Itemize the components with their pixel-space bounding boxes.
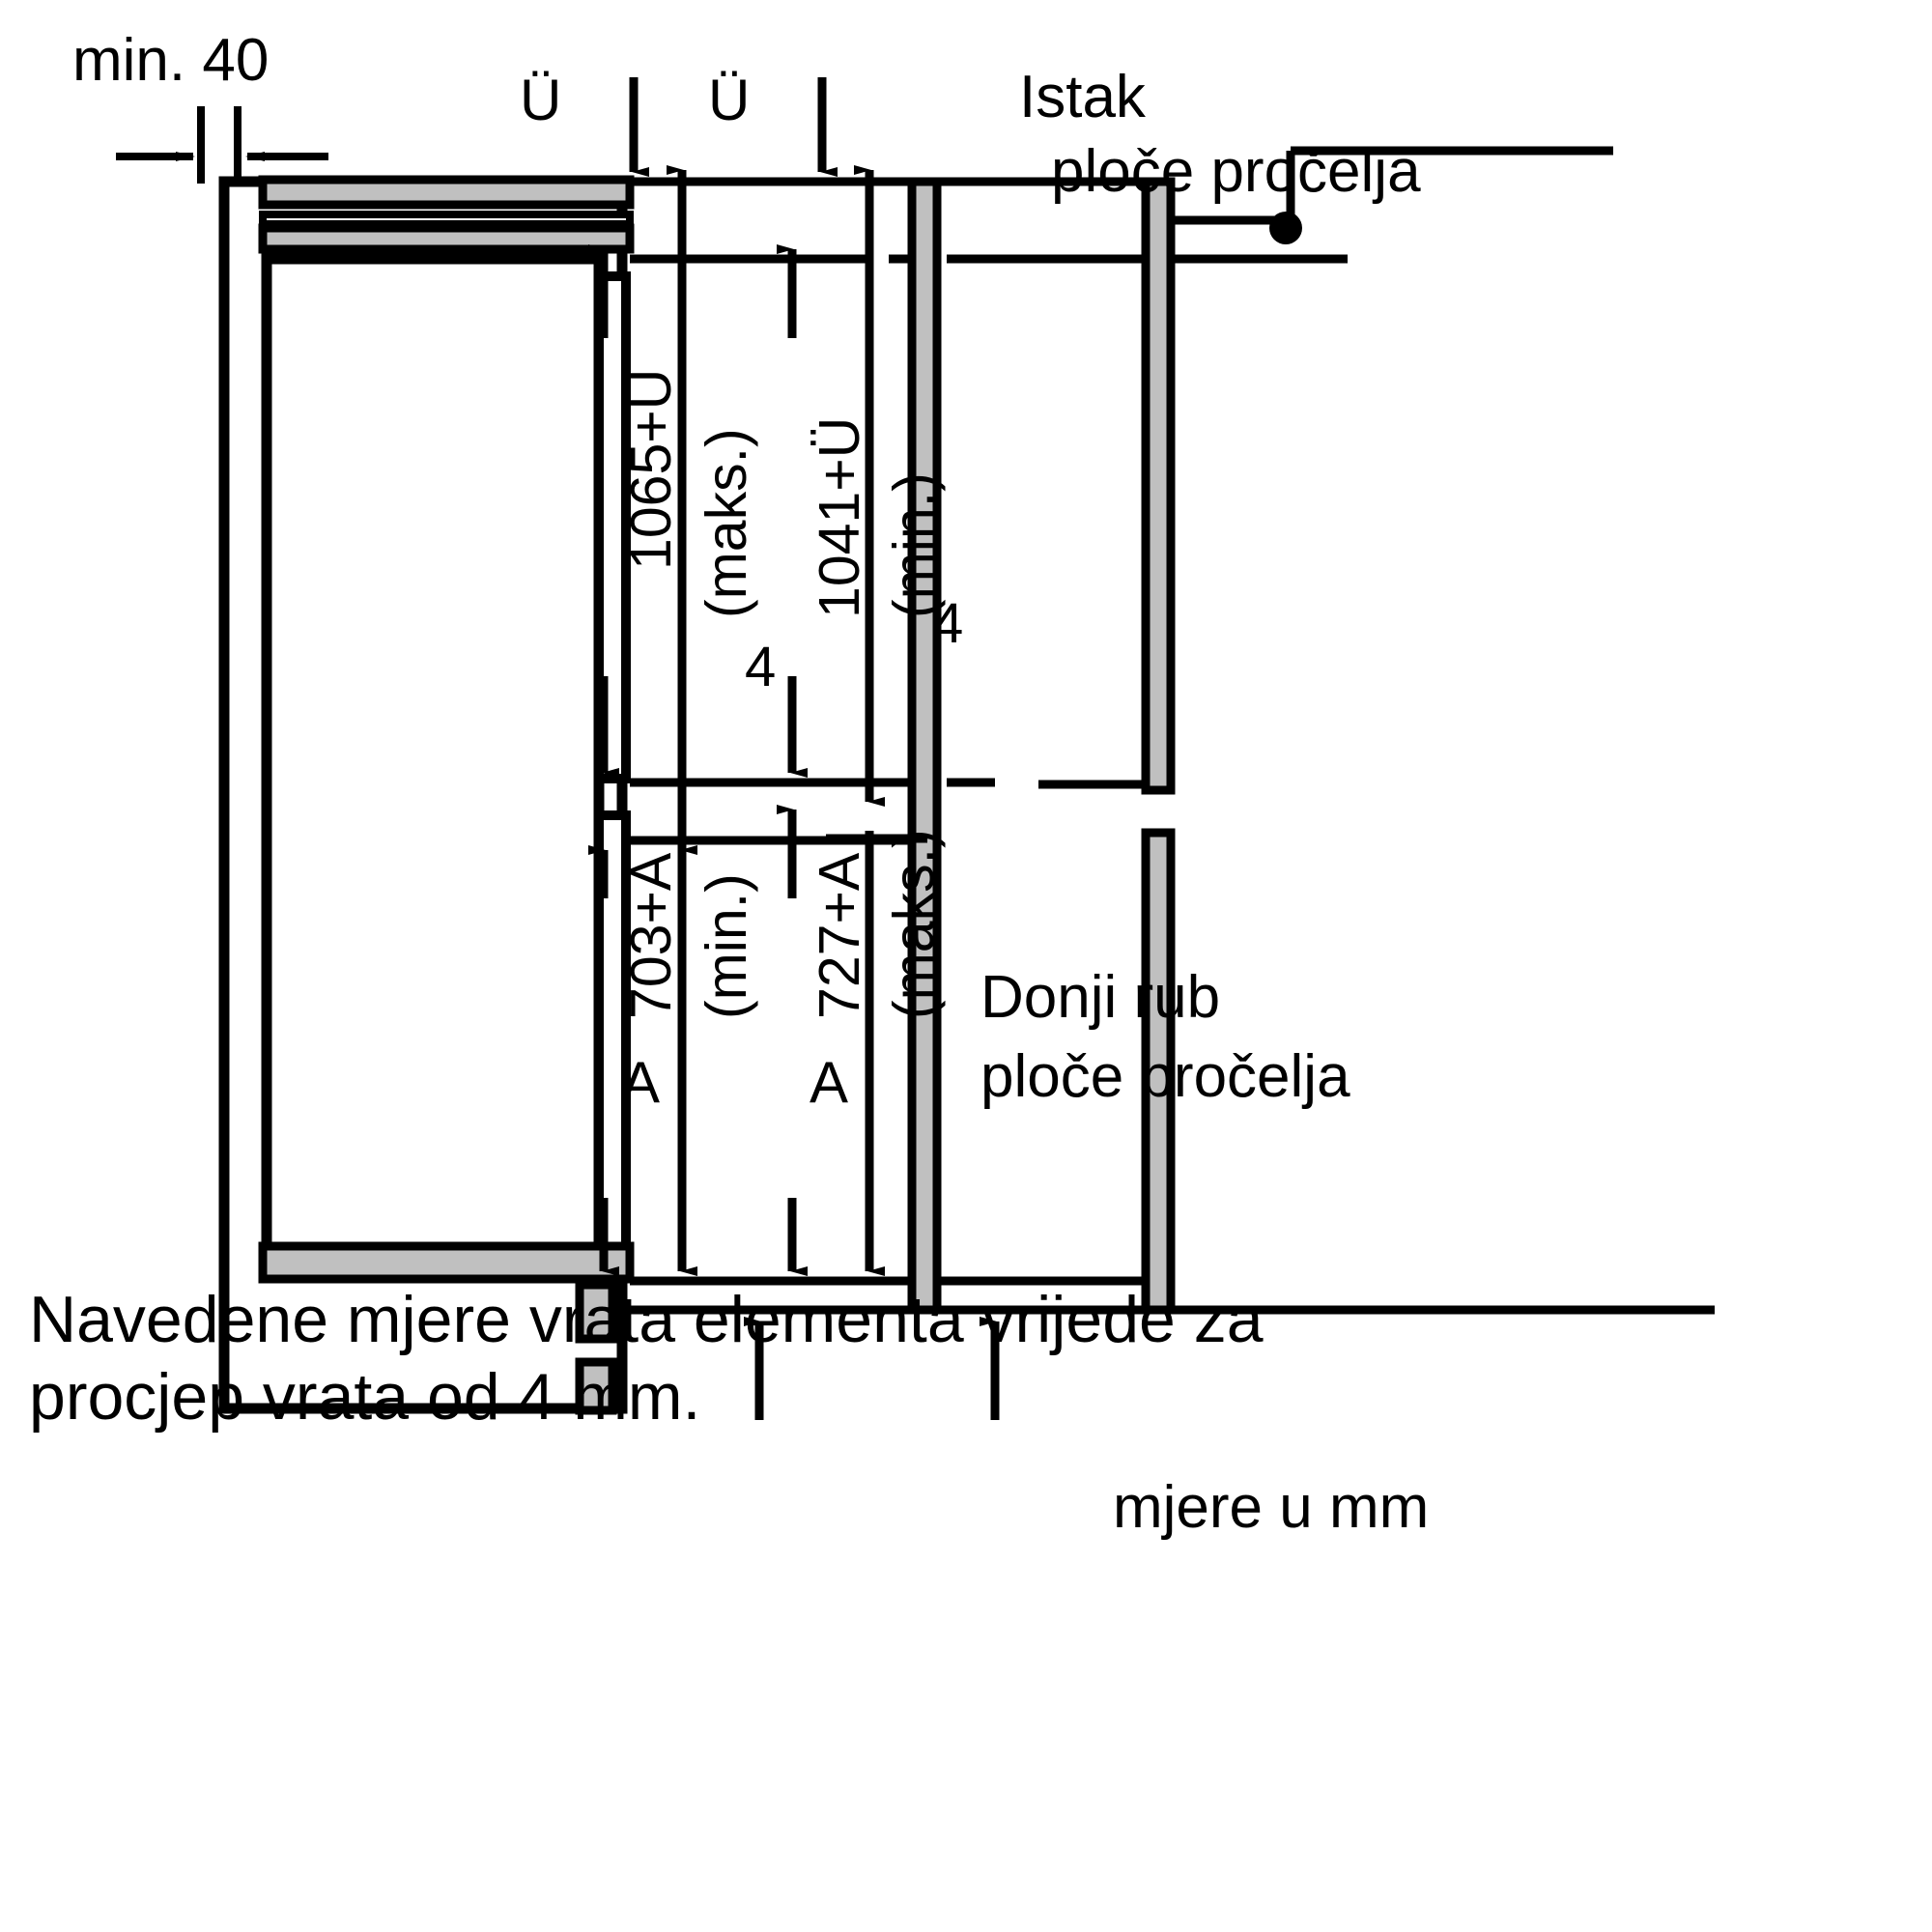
units-note: mjere u mm [1113, 1474, 1430, 1541]
bottom-gap-arrows [744, 1317, 1000, 1420]
callout-donji-line2: ploče pročelja [980, 1043, 1350, 1110]
dim-label-upper-max-value: 1065+Ü [619, 368, 683, 570]
min40-label: min. 40 [72, 27, 270, 94]
appliance-side-view [218, 175, 635, 1415]
overhang-arrows [629, 77, 838, 177]
callout-top-leader [1172, 146, 1613, 244]
gap-label-right: 4 [932, 592, 964, 655]
bottom-gap-label-left: A [621, 1050, 661, 1115]
note-line-1: Navedene mjere vrata elementa vrijede za [29, 1283, 1264, 1356]
dim-label-upper-min-value: 1041+Ü [808, 416, 871, 618]
front-panel-slabs [907, 177, 1176, 1315]
callout-istak-line2: ploče pročelja [1051, 138, 1421, 205]
dim-label-lower-max-value: 727+A [808, 852, 871, 1019]
dim-label-lower-min-qualifier: (min.) [695, 873, 758, 1019]
dim-upper-min [777, 165, 885, 807]
dim-lower-max [777, 805, 885, 1276]
overhang-label-left: Ü [520, 68, 562, 132]
gap-tick-marks [826, 780, 1150, 843]
dim-label-lower-min-value: 703+A [619, 852, 683, 1019]
dim-label-lower-max-qualifier: (maks.) [882, 829, 946, 1019]
dim-upper-max [588, 165, 697, 855]
bottom-gap-label-right: A [810, 1050, 849, 1115]
dim-lower-min [588, 845, 697, 1276]
min40-dimension-group [116, 106, 328, 184]
note-line-2: procjep vrata od 4 mm. [29, 1360, 701, 1434]
gap-label-left: 4 [745, 636, 777, 698]
dim-label-upper-max-qualifier: (maks.) [695, 428, 758, 618]
callout-donji-line1: Donji rub [980, 964, 1221, 1031]
callout-istak-line1: Istak [1019, 64, 1146, 130]
overhang-label-right: Ü [708, 68, 751, 132]
